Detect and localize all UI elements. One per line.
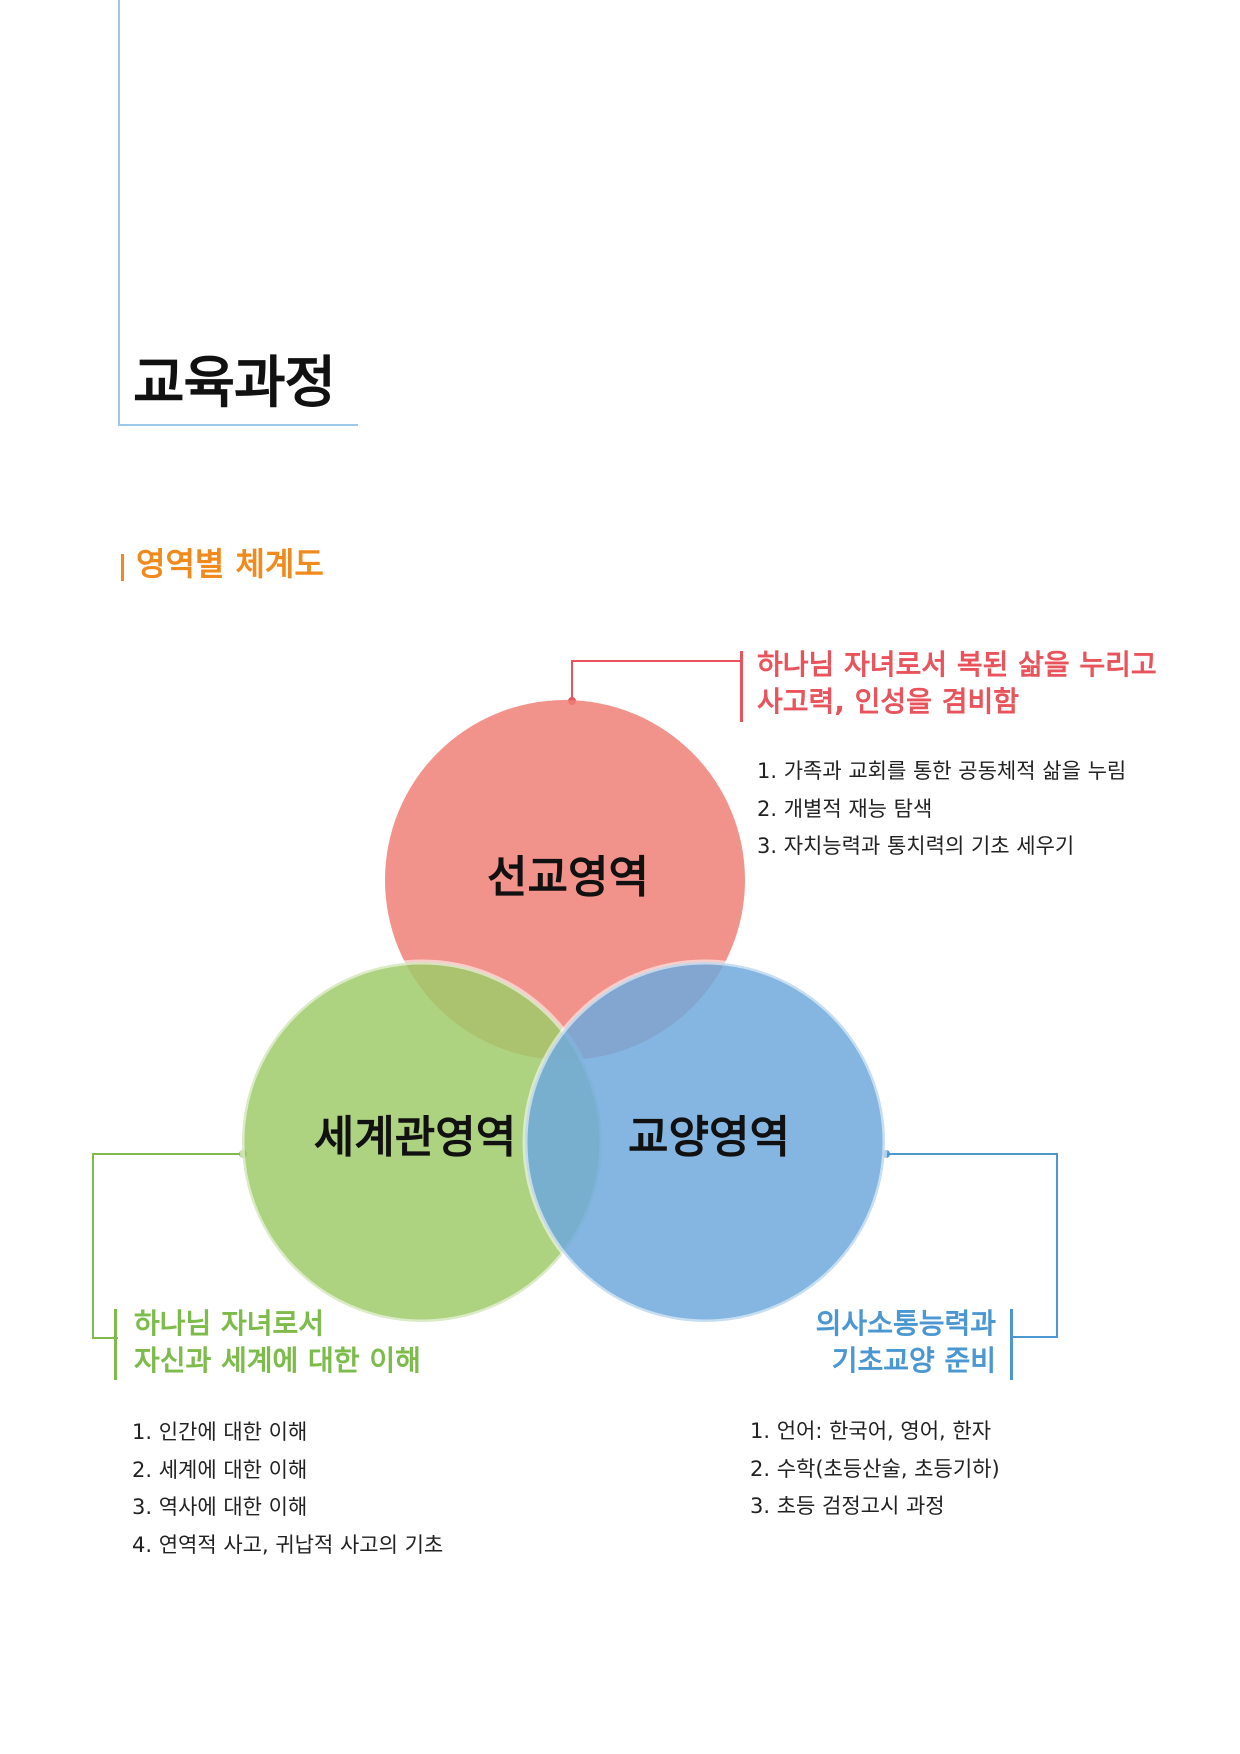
- mission-goal: 하나님 자녀로서 복된 삶을 누리고 사고력, 인성을 겸비함: [757, 646, 1157, 720]
- mission-goal-line-2: 사고력, 인성을 겸비함: [757, 685, 1019, 718]
- list-item: 3. 초등 검정고시 과정: [750, 1494, 945, 1518]
- list-item: 4. 연역적 사고, 귀납적 사고의 기초: [132, 1532, 444, 1557]
- liberal-connector-line: [886, 1153, 1058, 1338]
- page-title: 교육과정: [133, 351, 336, 416]
- liberal-circle-label: 교양영역: [628, 1112, 790, 1163]
- mission-circle-label: 선교영역: [487, 852, 649, 903]
- list-item: 2. 수학(초등산술, 초등기하): [750, 1456, 1000, 1481]
- worldview-goal-bar: [114, 1309, 117, 1380]
- worldview-connector-line: [92, 1153, 243, 1339]
- worldview-items: 1. 인간에 대한 이해 2. 세계에 대한 이해 3. 역사에 대한 이해 4…: [132, 1414, 443, 1564]
- mission-items: 1. 가족과 교회를 통한 공동체적 삶을 누림 2. 개별적 재능 탐색 3.…: [757, 753, 1126, 866]
- list-item: 1. 가족과 교회를 통한 공동체적 삶을 누림: [757, 759, 1127, 783]
- list-item: 1. 언어: 한국어, 영어, 한자: [750, 1419, 992, 1443]
- mission-goal-bar: [740, 651, 743, 722]
- worldview-goal-line-1: 하나님 자녀로서: [134, 1307, 325, 1340]
- liberal-goal-line-2: 기초교양 준비: [831, 1344, 996, 1377]
- liberal-items: 1. 언어: 한국어, 영어, 한자 2. 수학(초등산술, 초등기하) 3. …: [750, 1413, 1000, 1526]
- frame-vertical-line: [118, 0, 120, 425]
- mission-connector-line: [571, 660, 742, 700]
- list-item: 1. 인간에 대한 이해: [132, 1420, 308, 1444]
- list-item: 2. 세계에 대한 이해: [132, 1457, 308, 1482]
- worldview-circle-label: 세계관영역: [314, 1112, 516, 1163]
- section-accent-bar: [121, 554, 124, 581]
- worldview-goal-line-2: 자신과 세계에 대한 이해: [134, 1344, 421, 1377]
- liberal-goal: 의사소통능력과 기초교양 준비: [700, 1305, 996, 1379]
- liberal-goal-bar: [1010, 1309, 1013, 1380]
- list-item: 2. 개별적 재능 탐색: [757, 796, 933, 821]
- liberal-goal-line-1: 의사소통능력과: [815, 1307, 996, 1340]
- mission-goal-line-1: 하나님 자녀로서 복된 삶을 누리고: [757, 648, 1157, 681]
- list-item: 3. 역사에 대한 이해: [132, 1495, 308, 1519]
- liberal-circle: [522, 959, 888, 1325]
- section-title: 영역별 체계도: [136, 545, 324, 583]
- worldview-goal: 하나님 자녀로서 자신과 세계에 대한 이해: [134, 1305, 421, 1379]
- frame-horizontal-line: [118, 424, 358, 426]
- list-item: 3. 자치능력과 통치력의 기초 세우기: [757, 834, 1075, 858]
